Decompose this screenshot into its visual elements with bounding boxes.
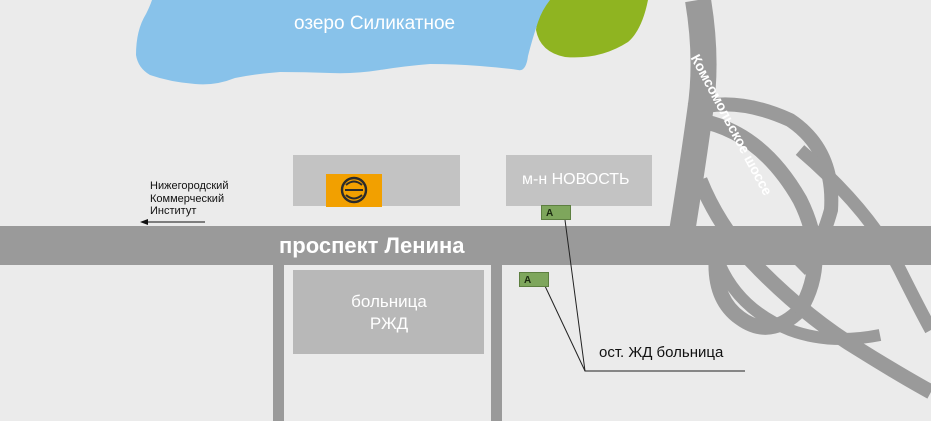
hospital-label: больница РЖД: [351, 292, 427, 333]
shop-label: м-н НОВОСТЬ: [522, 171, 630, 188]
direction-line-2: Коммерческий: [150, 192, 225, 205]
park-area: [536, 0, 648, 58]
direction-line-1: Нижегородский: [150, 180, 229, 192]
direction-line-3: Институт: [150, 205, 197, 218]
avenue-road: [0, 226, 931, 265]
e-logo-icon: [326, 174, 382, 207]
bus-stop-label: ост. ЖД больница: [599, 344, 724, 361]
avenue-label: проспект Ленина: [279, 233, 465, 258]
shop-building: [506, 155, 652, 206]
direction-label: Нижегородский Коммерческий Институт: [150, 180, 228, 218]
hospital-building: [293, 270, 484, 354]
side-street-left: [273, 265, 284, 421]
bus-stop-pointer-lines: [544, 219, 745, 372]
lake-label: озеро Силикатное: [294, 13, 456, 34]
lake: [136, 0, 550, 85]
bus-stop-marker-south[interactable]: А: [519, 272, 549, 287]
highway-interchange: [669, 0, 931, 399]
side-street-right: [491, 265, 502, 421]
bus-stop-marker-north[interactable]: А: [541, 205, 571, 220]
arrow-left-icon: [140, 219, 205, 225]
